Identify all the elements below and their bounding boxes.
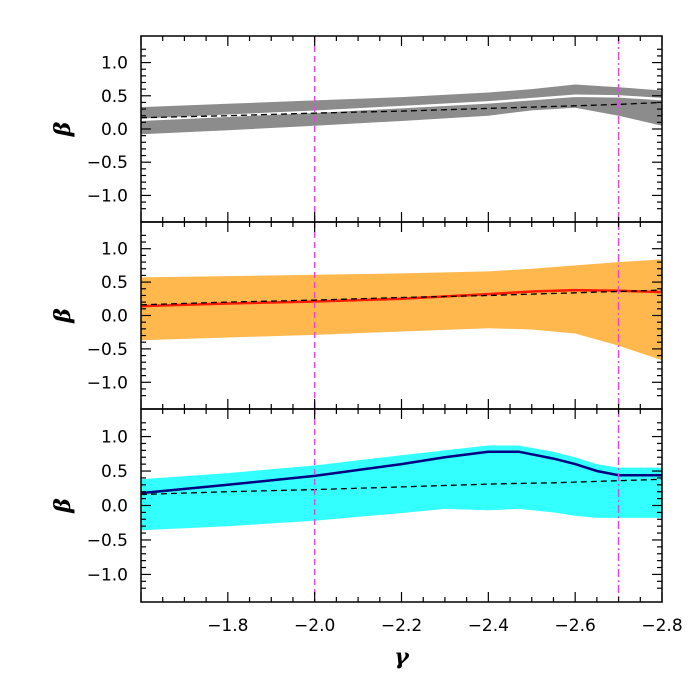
xtick-label: −2.2 [381, 616, 422, 636]
middle-ytick-label: 0.5 [101, 273, 128, 293]
panel-middle [140, 221, 663, 410]
middle-dashed-line [141, 289, 662, 306]
xtick-label: −2.8 [641, 616, 682, 636]
middle-ytick-label: −0.5 [87, 340, 128, 360]
top-band [141, 84, 662, 135]
bottom-ylabel: β [50, 498, 76, 514]
middle-ylabel: β [50, 308, 76, 324]
top-ytick-label: −1.0 [87, 186, 128, 206]
bottom-band [141, 445, 662, 531]
bottom-main-line [141, 450, 662, 495]
bottom-ytick-label: 0.5 [101, 462, 128, 482]
top-ytick-label: 0.5 [101, 87, 128, 107]
bottom-ytick-label: −0.5 [87, 531, 128, 551]
middle-ytick-label: −1.0 [87, 373, 128, 393]
xlabel: γ [394, 644, 410, 670]
xtick-label: −2.6 [555, 616, 596, 636]
top-ytick-label: −0.5 [87, 153, 128, 173]
top-dashed-line [141, 101, 662, 119]
middle-plot-area [141, 222, 662, 409]
bottom-ytick-label: 0.0 [101, 497, 128, 517]
middle-ytick-label: 0.0 [101, 307, 128, 327]
top-plot-area [141, 36, 662, 222]
panels-layer [140, 35, 663, 603]
middle-main-line [141, 288, 662, 308]
xtick-label: −2.0 [294, 616, 335, 636]
xtick-label: −1.8 [207, 616, 248, 636]
panel-bottom [140, 408, 663, 603]
top-ylabel: β [50, 121, 76, 137]
panel-top [140, 35, 663, 223]
top-ytick-label: 0.0 [101, 120, 128, 140]
bottom-dashed-line [141, 478, 662, 496]
bottom-ytick-label: 1.0 [101, 428, 128, 448]
bottom-ytick-label: −1.0 [87, 565, 128, 585]
bottom-plot-area [141, 409, 662, 602]
middle-ytick-label: 1.0 [101, 240, 128, 260]
middle-band [141, 259, 662, 361]
xtick-label: −2.4 [468, 616, 509, 636]
top-ytick-label: 1.0 [101, 54, 128, 74]
text-layer: 1.0 0.5 0.0 −0.5 −1.0 β 1.0 0.5 0.0 −0.5 −1.0 β 1.0 0… [50, 54, 683, 670]
